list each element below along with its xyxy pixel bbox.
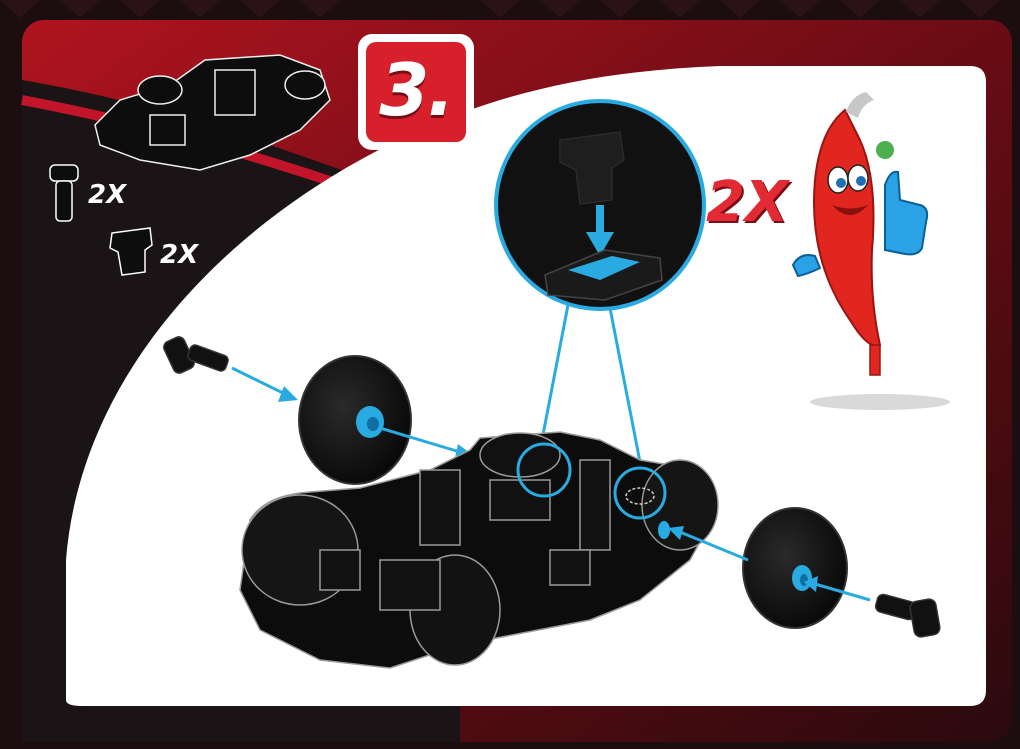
callout-target-left (516, 442, 572, 498)
detail-callout (494, 99, 706, 463)
left-axle-pin (163, 336, 229, 374)
left-wheel (298, 355, 412, 485)
chili-pepper-mascot-icon (791, 92, 950, 410)
triangle-border-pattern (0, 0, 1000, 18)
right-axle-pin (874, 593, 941, 638)
step-number-badge (358, 34, 474, 150)
assembly-arrow-4 (814, 582, 871, 602)
axle-pin-qty: 2X (88, 180, 127, 210)
car-chassis (239, 431, 719, 669)
right-wheel (742, 507, 848, 629)
callout-qty: 2X (706, 170, 789, 235)
assembly-arrow-2 (379, 426, 461, 454)
axle-cap-icon (109, 227, 153, 276)
callout-target-right (613, 466, 667, 520)
parts-list-chassis-icon (94, 54, 331, 171)
axle-cap-qty: 2X (160, 240, 199, 270)
step-number-label: 3. (379, 48, 454, 132)
assembly-arrow-1 (231, 366, 286, 396)
assembly-arrow-3 (679, 530, 749, 562)
axle-pin-icon (49, 164, 79, 222)
